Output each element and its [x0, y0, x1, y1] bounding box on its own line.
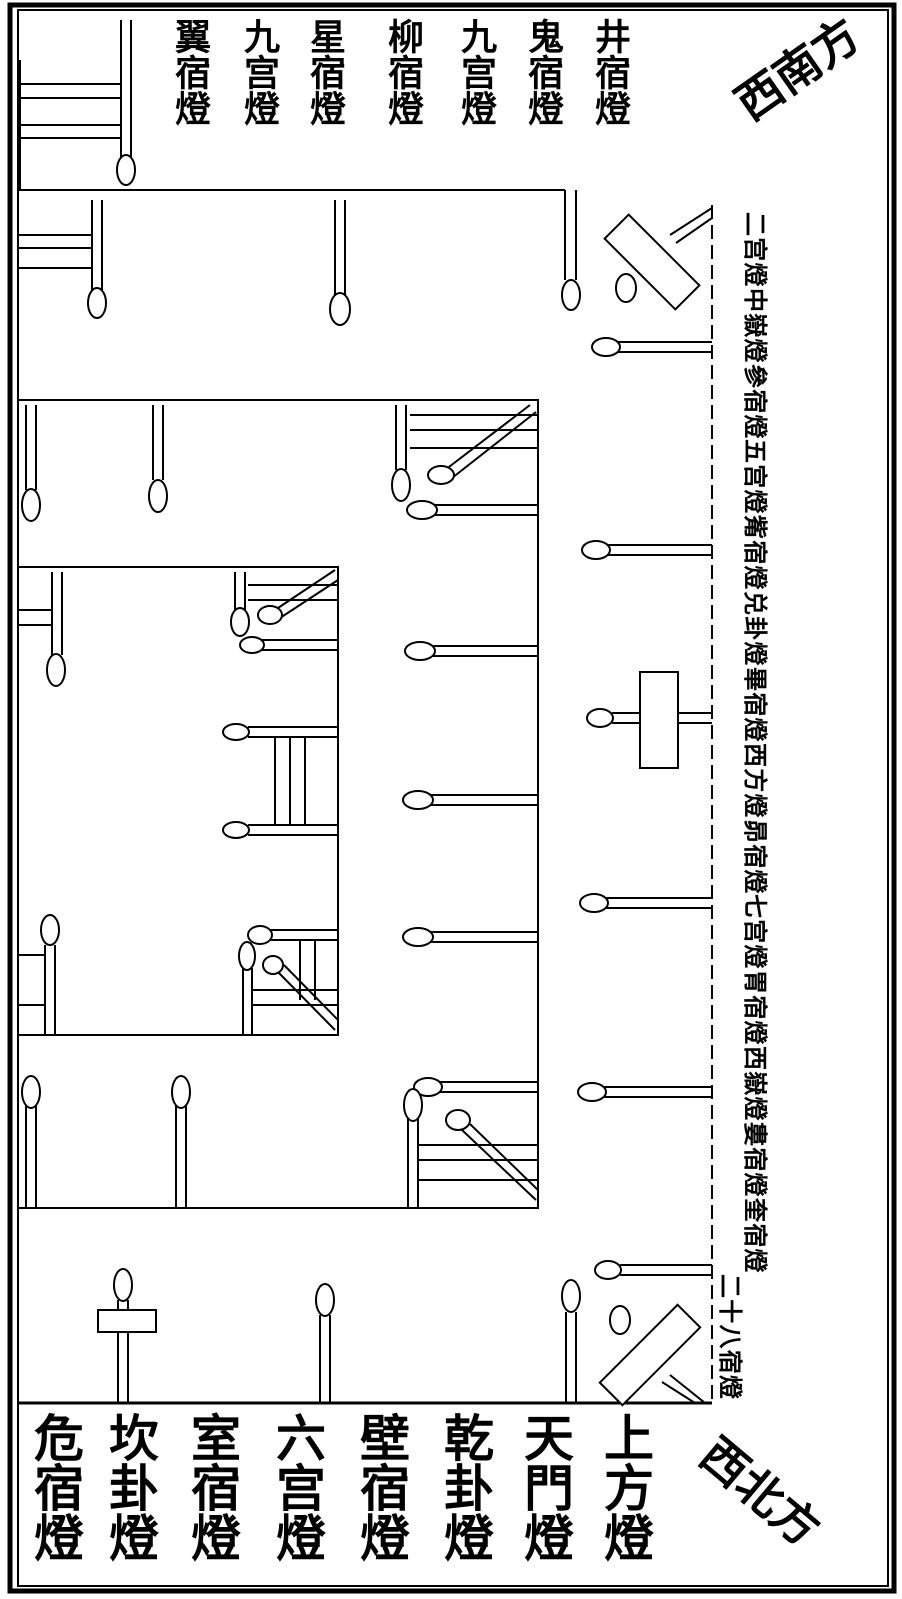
middle-side-lamps	[402, 500, 538, 1097]
bottom-label-tianmen: 天門燈	[516, 1412, 575, 1562]
top-label-yi: 翼宿燈	[169, 18, 211, 126]
right-label-14: 二十八宿燈	[715, 1273, 745, 1400]
right-label-5: 兑卦燈	[741, 591, 771, 667]
inner-ring-lamps	[18, 569, 339, 1035]
right-label-0: 二宫燈	[741, 212, 771, 288]
right-label-4: 觜宿燈	[741, 515, 771, 592]
middle-top-lamps	[21, 404, 538, 522]
bottom-label-shi: 室宿燈	[183, 1412, 242, 1562]
bottom-label-liugong: 六宫燈	[268, 1412, 327, 1562]
corner-gates	[598, 207, 713, 1407]
right-label-2: 參宿燈	[741, 363, 771, 440]
right-label-6: 畢宿燈	[741, 666, 771, 743]
right-label-13: 奎宿燈	[741, 1197, 771, 1274]
right-label-12: 婁宿燈	[741, 1121, 771, 1198]
top-label-jing: 井宿燈	[589, 18, 631, 126]
outer-frame	[7, 2, 897, 1594]
outer-right-lamps	[577, 337, 712, 1280]
inner-ring	[17, 566, 339, 1036]
right-label-7: 西方燈	[741, 742, 771, 819]
top-label-xing: 星宿燈	[304, 18, 346, 126]
right-label-1: 中嶽燈	[741, 287, 771, 364]
right-label-11: 西嶽燈	[741, 1046, 771, 1122]
middle-bottom-lamps	[21, 1075, 539, 1208]
right-label-3: 五宫燈	[741, 439, 771, 516]
top-label-jiugong-b: 九宫燈	[238, 18, 280, 126]
top-label-jiugong-a: 九宫燈	[455, 18, 497, 126]
right-label-8: 昴宿燈	[741, 818, 771, 895]
bottom-label-kan: 坎卦燈	[101, 1412, 160, 1562]
outer-bottom-lamps	[97, 1268, 581, 1403]
bottom-label-shangfang: 上方燈	[596, 1412, 655, 1562]
outer-top-lamps	[18, 200, 351, 326]
top-label-gui: 鬼宿燈	[522, 18, 564, 126]
right-column-labels: 二宫燈中嶽燈參宿燈五宫燈觜宿燈兑卦燈畢宿燈西方燈昴宿燈七宫燈胃宿燈西嶽燈婁宿燈奎…	[716, 210, 884, 1405]
right-label-10: 胃宿燈	[741, 970, 771, 1047]
bottom-label-wei: 危宿燈	[26, 1412, 85, 1562]
bottom-label-bi: 壁宿燈	[352, 1412, 411, 1562]
bottom-label-qian: 乾卦燈	[436, 1412, 495, 1562]
top-label-liu: 柳宿燈	[382, 18, 424, 126]
right-label-9: 七宫燈	[741, 894, 771, 971]
